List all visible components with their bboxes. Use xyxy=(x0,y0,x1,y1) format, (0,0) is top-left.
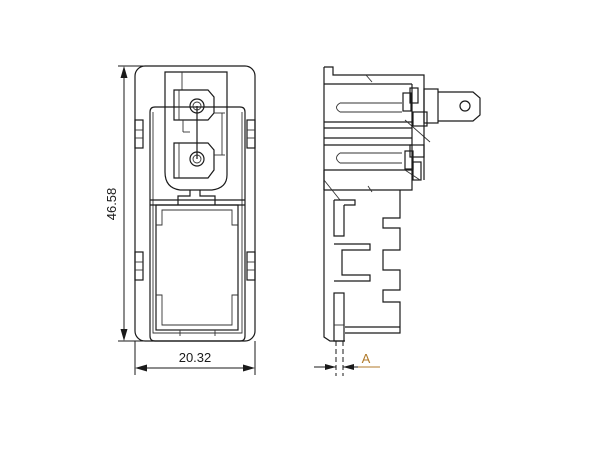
arrow-left-icon xyxy=(135,364,147,372)
arrow-down-icon xyxy=(120,329,128,341)
arrow-right-icon xyxy=(325,364,336,370)
dimension-a-label: A xyxy=(362,351,371,366)
clip-right-upper xyxy=(246,119,256,149)
terminal-stack xyxy=(402,84,431,181)
terminal-upper xyxy=(173,89,215,121)
bezel-flange xyxy=(323,66,425,342)
width-label: 20.32 xyxy=(179,350,212,365)
height-dimension: 46.58 xyxy=(104,65,150,342)
side-view xyxy=(323,66,481,342)
clip-right-lower xyxy=(246,251,256,281)
spring-lower xyxy=(336,152,402,164)
housing-notches xyxy=(345,190,401,334)
clip-left-lower xyxy=(134,251,144,281)
separator xyxy=(150,190,245,206)
rocker-actuator xyxy=(164,71,228,191)
tab-hole xyxy=(459,100,471,112)
side-clips xyxy=(134,119,256,281)
height-label: 46.58 xyxy=(104,188,119,221)
housing-frame xyxy=(149,106,246,342)
arrow-left-icon xyxy=(343,364,354,370)
arrow-right-icon xyxy=(243,364,255,372)
snap-hook xyxy=(334,243,371,282)
spring-upper xyxy=(336,102,402,113)
latch-upper xyxy=(333,199,356,237)
arrow-up-icon xyxy=(120,66,128,78)
lower-window xyxy=(155,204,239,336)
front-view xyxy=(134,65,256,342)
quick-connect-tab xyxy=(423,88,481,124)
terminal-lower xyxy=(173,142,215,179)
dimension-a: A xyxy=(314,341,380,376)
width-dimension: 20.32 xyxy=(134,341,256,375)
panel-slot xyxy=(333,292,345,342)
housing-inner-line xyxy=(152,112,243,334)
clip-left-upper xyxy=(134,119,144,149)
window-outline xyxy=(155,204,239,331)
